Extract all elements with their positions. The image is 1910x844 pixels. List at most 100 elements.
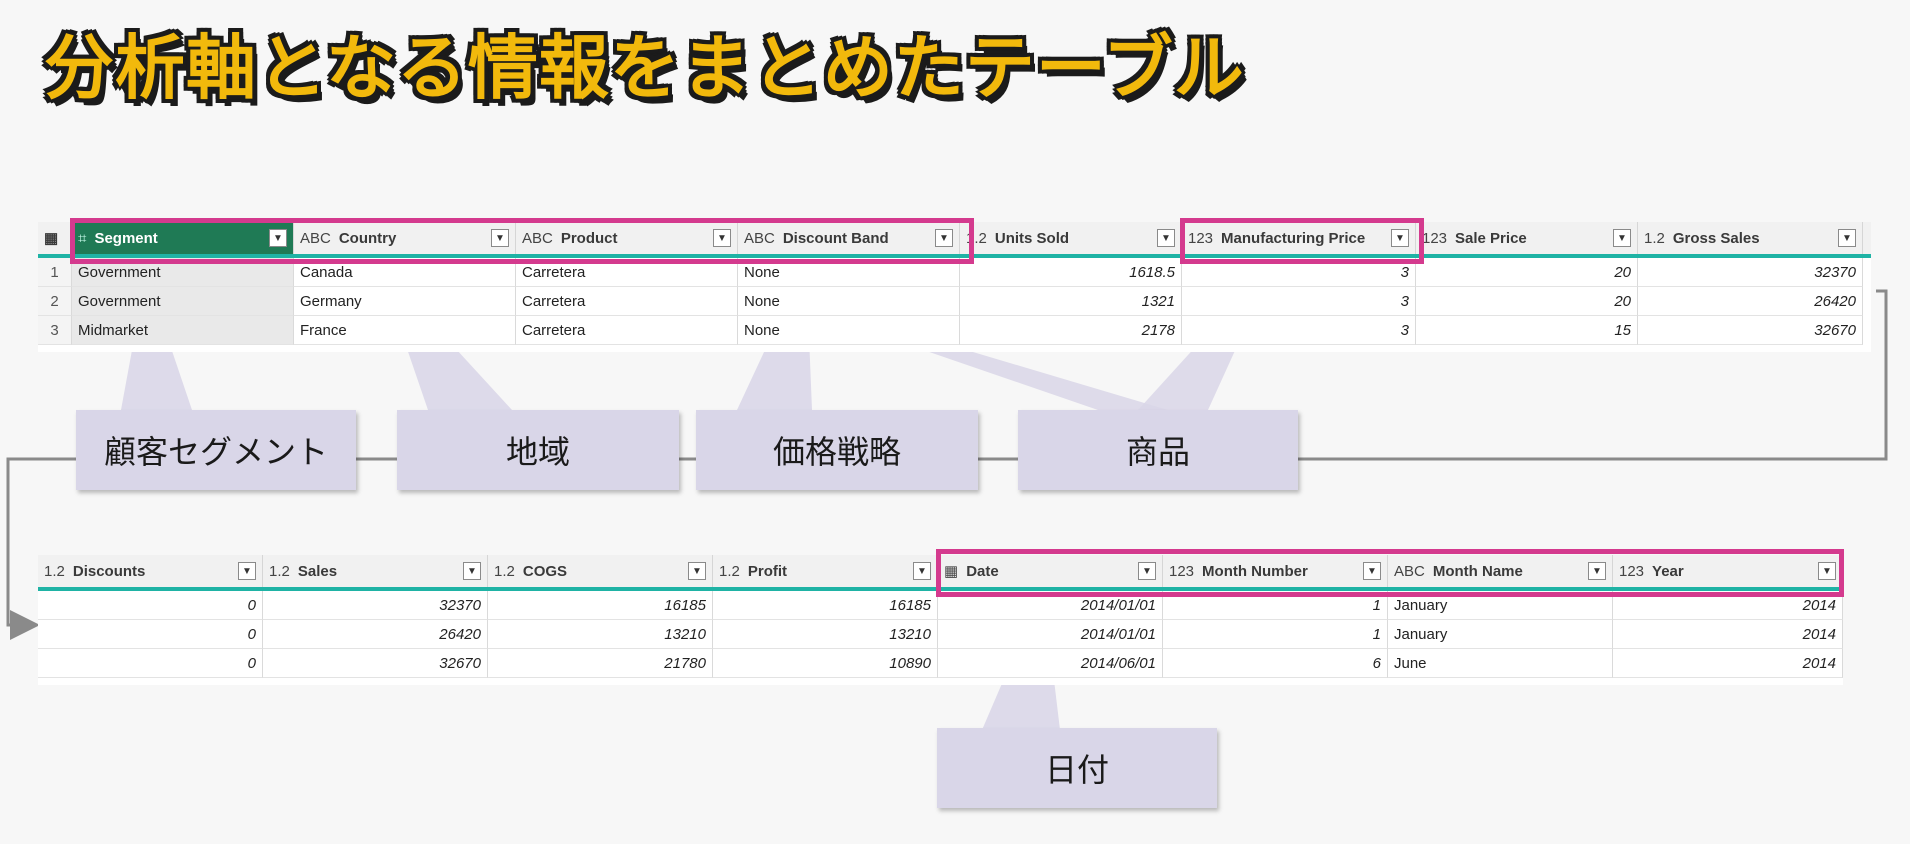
- table-cell: Government: [72, 287, 294, 316]
- table-cell: January: [1388, 620, 1613, 649]
- table-menu-icon[interactable]: ▦: [38, 222, 72, 254]
- table-cell: 2014: [1613, 591, 1843, 620]
- column-header-month-name[interactable]: ABC Month Name ▼: [1388, 555, 1613, 587]
- column-header-year[interactable]: 123 Year ▼: [1613, 555, 1843, 587]
- column-header-country[interactable]: ABC Country ▼: [294, 222, 516, 254]
- column-header-label: Month Name: [1432, 562, 1523, 580]
- filter-dropdown-icon[interactable]: ▼: [238, 562, 256, 580]
- table-cell: 21780: [488, 649, 713, 678]
- filter-dropdown-icon[interactable]: ▼: [1157, 229, 1175, 247]
- callout-product: 商品: [1018, 410, 1298, 490]
- filter-dropdown-icon[interactable]: ▼: [1138, 562, 1156, 580]
- table-cell: 2014/01/01: [938, 591, 1163, 620]
- column-header-label: Discounts: [72, 562, 146, 580]
- table-cell: 0: [38, 591, 263, 620]
- row-number: 3: [38, 316, 72, 345]
- table-cell: 6: [1163, 649, 1388, 678]
- data-type-icon: ABC: [522, 229, 553, 247]
- filter-dropdown-icon[interactable]: ▼: [1613, 229, 1631, 247]
- column-header-label: Discount Band: [782, 229, 889, 247]
- filter-dropdown-icon[interactable]: ▼: [491, 229, 509, 247]
- table-cell: 0: [38, 620, 263, 649]
- filter-dropdown-icon[interactable]: ▼: [1818, 562, 1836, 580]
- filter-dropdown-icon[interactable]: ▼: [1363, 562, 1381, 580]
- table-cell: 1: [1163, 620, 1388, 649]
- table-cell: 10890: [713, 649, 938, 678]
- row-number: 2: [38, 287, 72, 316]
- table-cell: None: [738, 287, 960, 316]
- table-cell: 16185: [713, 591, 938, 620]
- data-type-icon: ▦: [944, 563, 959, 580]
- column-header-discounts[interactable]: 1.2 Discounts ▼: [38, 555, 263, 587]
- column-header-date[interactable]: ▦ Date ▼: [938, 555, 1163, 587]
- column-header-profit[interactable]: 1.2 Profit ▼: [713, 555, 938, 587]
- table-cell: 15: [1416, 316, 1638, 345]
- column-header-segment[interactable]: ⌗Segment▼: [72, 222, 294, 254]
- column-header-discount-band[interactable]: ABC Discount Band ▼: [738, 222, 960, 254]
- data-type-icon: 123: [1188, 229, 1214, 247]
- filter-dropdown-icon[interactable]: ▼: [1838, 229, 1856, 247]
- data-type-icon: 1.2: [719, 562, 740, 580]
- filter-dropdown-icon[interactable]: ▼: [1588, 562, 1606, 580]
- data-type-icon: ⌗: [78, 229, 87, 247]
- filter-dropdown-icon[interactable]: ▼: [269, 229, 287, 247]
- filter-dropdown-icon[interactable]: ▼: [713, 229, 731, 247]
- table-cell: Carretera: [516, 316, 738, 345]
- table-cell: 2014: [1613, 620, 1843, 649]
- column-header-label: Profit: [747, 562, 788, 580]
- row-number: 1: [38, 258, 72, 287]
- table-cell: 32370: [1638, 258, 1863, 287]
- data-type-icon: 1.2: [44, 562, 65, 580]
- table-cell: 0: [38, 649, 263, 678]
- filter-dropdown-icon[interactable]: ▼: [935, 229, 953, 247]
- column-header-label: Country: [338, 229, 397, 247]
- column-header-manufacturing-price[interactable]: 123 Manufacturing Price ▼: [1182, 222, 1416, 254]
- highlight-date-columns: [936, 549, 1844, 597]
- filter-dropdown-icon[interactable]: ▼: [1391, 229, 1409, 247]
- table-cell: 32670: [1638, 316, 1863, 345]
- slide-title: 分析軸となる情報をまとめたテーブル: [44, 27, 1245, 109]
- table-cell: January: [1388, 591, 1613, 620]
- table-cell: 20: [1416, 258, 1638, 287]
- table-cell: 1618.5: [960, 258, 1182, 287]
- column-header-label: Gross Sales: [1672, 229, 1760, 247]
- callout-pricing: 価格戦略: [696, 410, 978, 490]
- data-type-icon: 123: [1619, 562, 1645, 580]
- filter-dropdown-icon[interactable]: ▼: [463, 562, 481, 580]
- data-type-icon: ABC: [1394, 562, 1425, 580]
- table-cell: 32670: [263, 649, 488, 678]
- table-cell: France: [294, 316, 516, 345]
- filter-dropdown-icon[interactable]: ▼: [913, 562, 931, 580]
- column-header-label: Year: [1652, 562, 1684, 580]
- column-header-label: COGS: [522, 562, 568, 580]
- highlight-dimension-columns: [70, 218, 974, 264]
- table-cell: Midmarket: [72, 316, 294, 345]
- table-cell: 16185: [488, 591, 713, 620]
- highlight-manufacturing-price: [1180, 218, 1424, 264]
- table-cell: 2014/06/01: [938, 649, 1163, 678]
- column-header-label: Date: [966, 562, 999, 580]
- table-cell: 3: [1182, 258, 1416, 287]
- table-cell: June: [1388, 649, 1613, 678]
- table-cell: None: [738, 258, 960, 287]
- data-type-icon: ABC: [744, 229, 775, 247]
- column-header-label: Units Sold: [994, 229, 1070, 247]
- table-cell: Germany: [294, 287, 516, 316]
- column-header-label: Manufacturing Price: [1221, 229, 1366, 247]
- callout-region: 地域: [397, 410, 679, 490]
- table-cell: 20: [1416, 287, 1638, 316]
- table-cell: 1321: [960, 287, 1182, 316]
- filter-dropdown-icon[interactable]: ▼: [688, 562, 706, 580]
- table-cell: 26420: [1638, 287, 1863, 316]
- data-type-icon: ABC: [300, 229, 331, 247]
- callout-date: 日付: [937, 728, 1217, 808]
